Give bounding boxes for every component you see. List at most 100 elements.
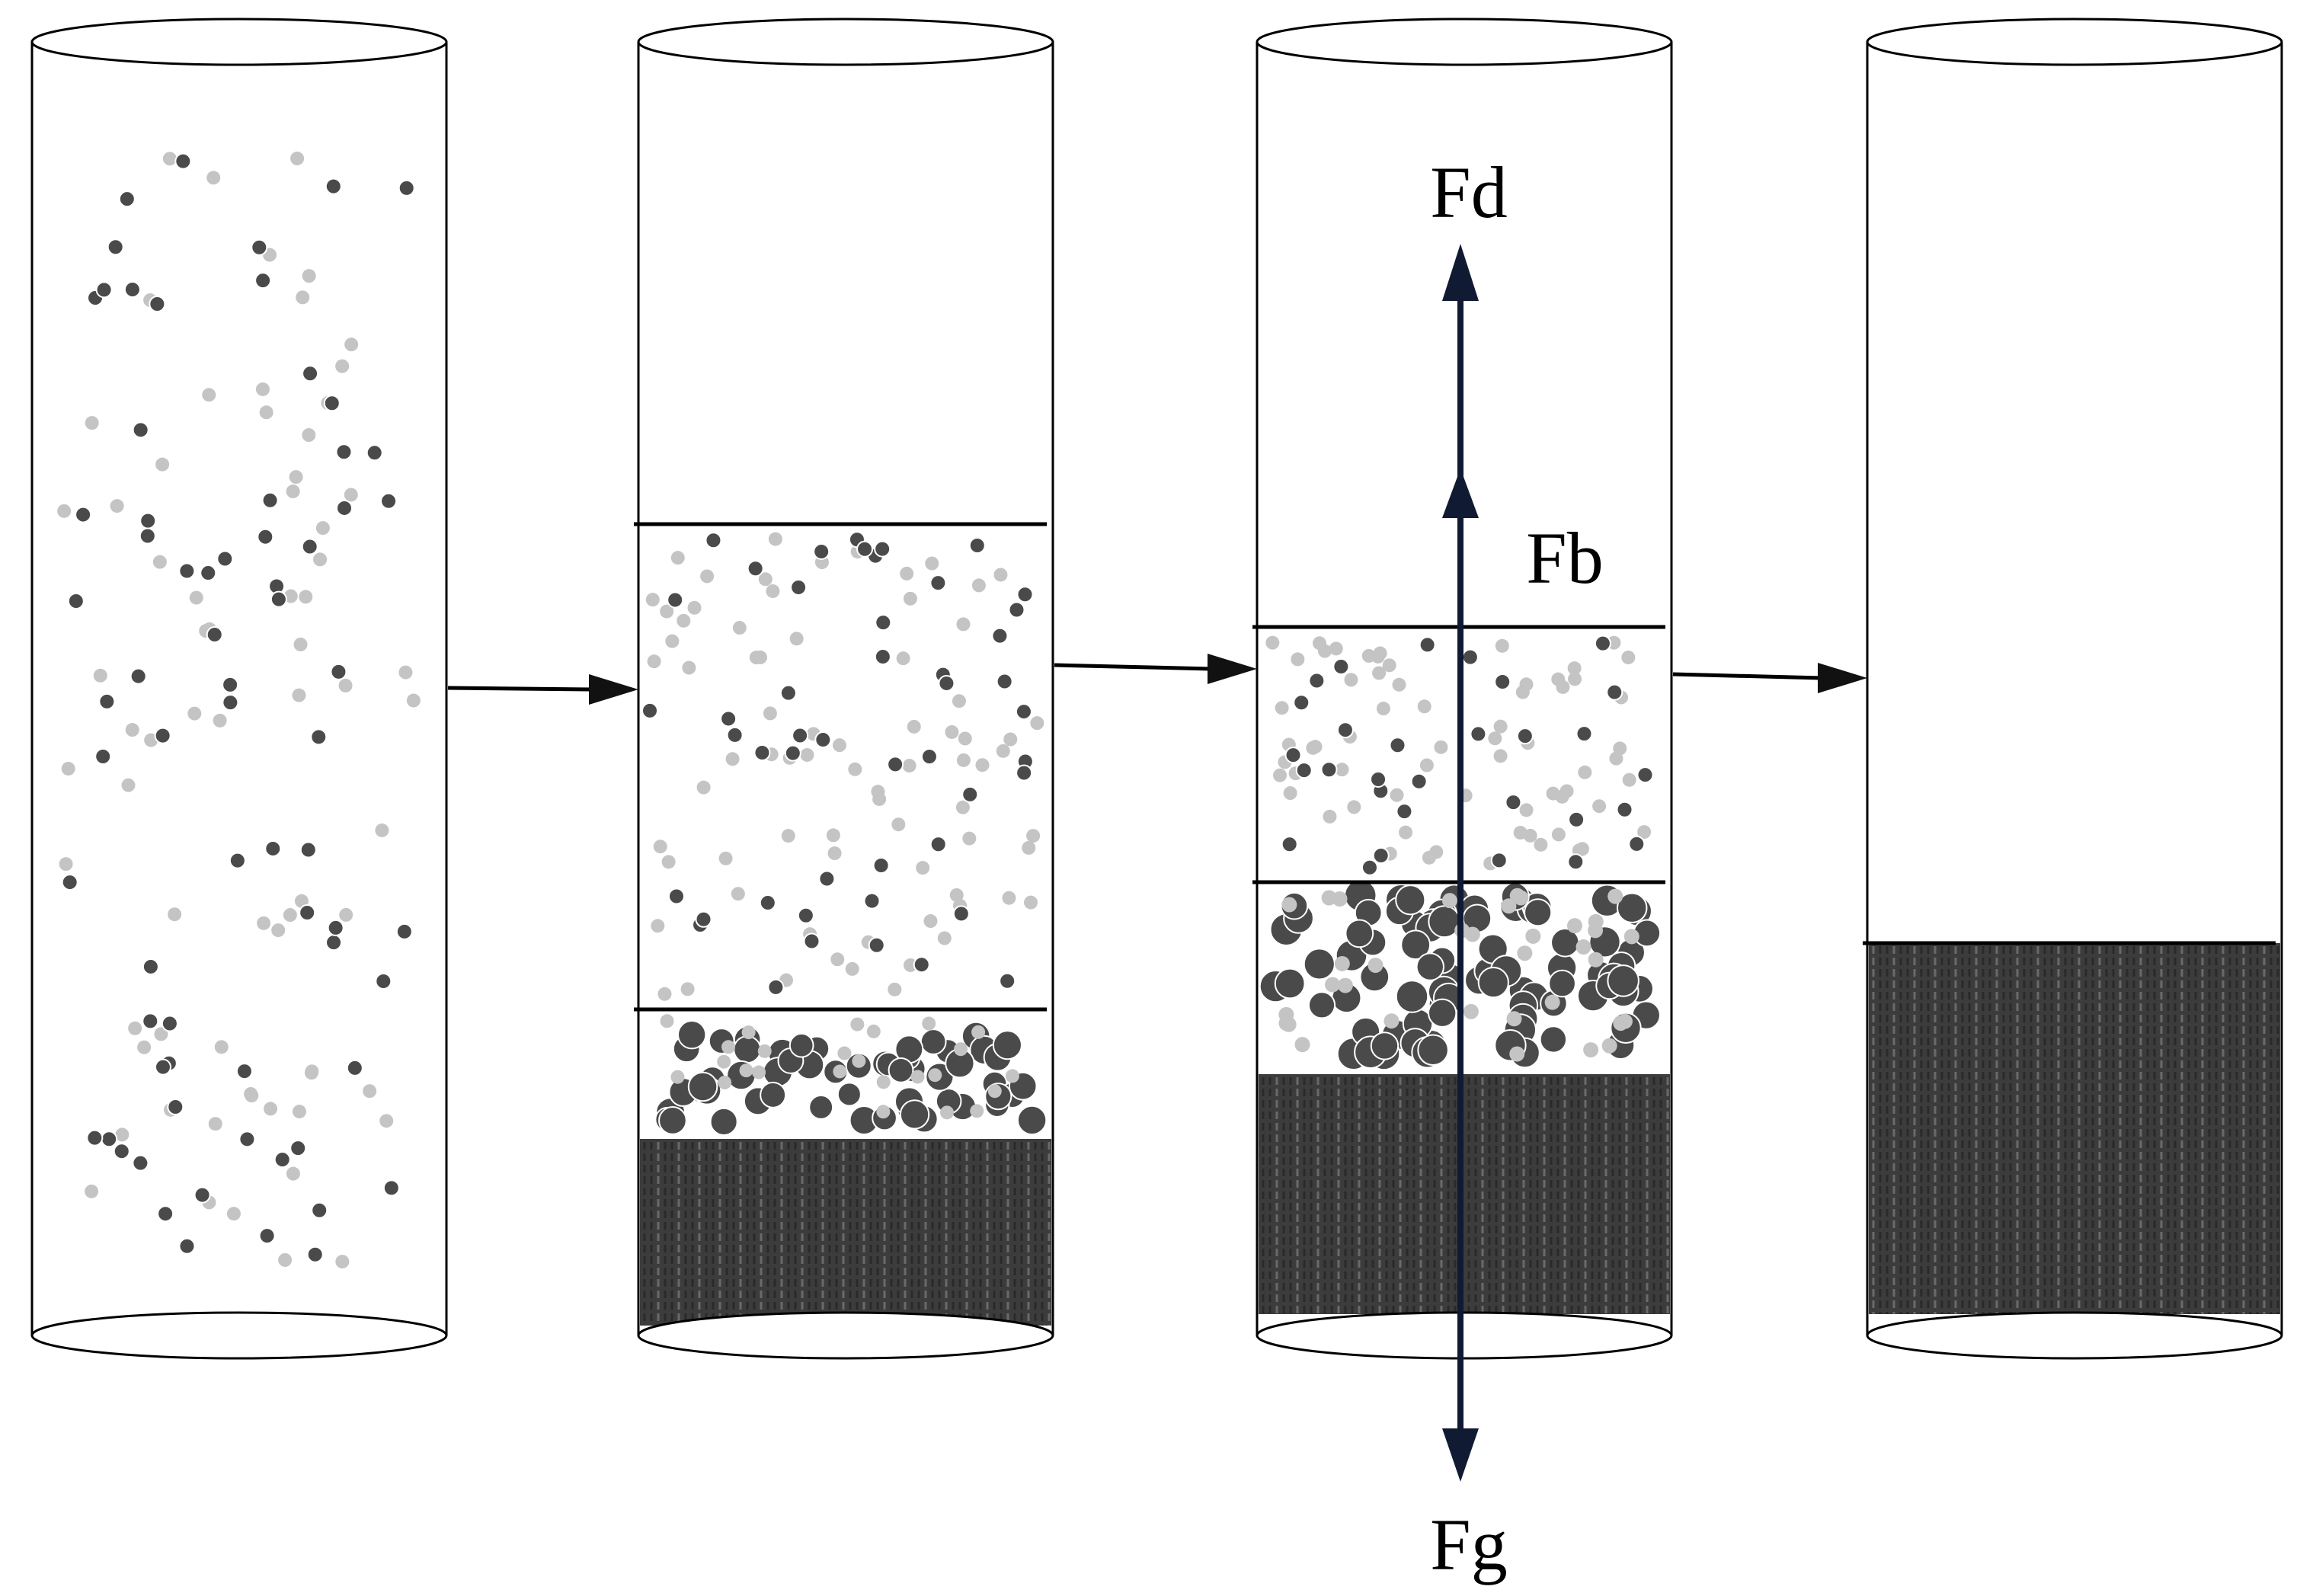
- dark-particle: [95, 281, 113, 299]
- light-particle: [682, 660, 696, 675]
- light-particle: [1281, 1016, 1297, 1032]
- light-particle: [1519, 803, 1534, 817]
- light-particle: [1273, 768, 1288, 782]
- cylinder-top-rim: [637, 18, 1054, 66]
- dark-particle: [726, 1060, 757, 1091]
- light-particle: [680, 982, 695, 996]
- dark-particle: [139, 527, 156, 545]
- drag-force-label: Fd: [1430, 152, 1507, 233]
- dark-particle: [251, 238, 268, 256]
- dark-particle: [142, 1012, 159, 1030]
- dark-particle: [1016, 764, 1033, 782]
- dark-particle: [222, 676, 239, 693]
- light-particle: [945, 724, 959, 739]
- light-particle: [657, 987, 672, 1001]
- process-arrow-2: [1054, 654, 1257, 684]
- sediment-layers: [640, 943, 2280, 1326]
- light-particle: [1024, 895, 1038, 910]
- light-particle: [830, 952, 845, 967]
- dark-particle: [1417, 1034, 1449, 1067]
- light-particle: [313, 552, 328, 567]
- dark-particle: [1505, 794, 1522, 811]
- light-particle: [956, 753, 971, 767]
- dark-particle: [790, 579, 808, 597]
- cylinder-top-rim: [1256, 18, 1673, 66]
- light-particle: [1509, 1046, 1525, 1062]
- light-particle: [1441, 893, 1457, 909]
- light-particle: [660, 1014, 674, 1028]
- dark-particle: [803, 932, 821, 950]
- light-particle: [987, 1084, 1002, 1099]
- light-particle: [137, 1040, 152, 1054]
- dark-particle: [784, 744, 801, 762]
- dark-particle: [113, 1143, 130, 1160]
- light-particle: [213, 713, 227, 728]
- dark-particle: [1016, 586, 1034, 603]
- light-particle: [115, 1127, 130, 1142]
- dark-particle: [174, 152, 192, 170]
- light-particle: [344, 488, 358, 502]
- light-particle: [833, 1064, 847, 1079]
- dark-particle: [695, 910, 712, 928]
- particles-stage-2: [641, 531, 1044, 1001]
- light-particle: [296, 290, 310, 305]
- dark-particle: [336, 499, 353, 517]
- dark-particle: [1606, 683, 1623, 701]
- dark-particle: [1410, 772, 1428, 790]
- dark-particle: [753, 744, 771, 761]
- process-arrow-1: [447, 674, 638, 705]
- dark-particle: [86, 1129, 104, 1147]
- dark-particle: [327, 919, 344, 936]
- light-particle: [1568, 672, 1582, 686]
- dark-particle: [1281, 836, 1298, 853]
- light-particle: [721, 1040, 736, 1054]
- light-particle: [406, 693, 421, 708]
- dark-particle: [154, 1058, 171, 1076]
- light-particle: [670, 551, 685, 565]
- light-particle: [214, 1040, 229, 1054]
- dark-particle: [1293, 694, 1310, 712]
- dark-particle: [1400, 929, 1432, 961]
- dark-particle: [1461, 648, 1479, 666]
- light-particle: [888, 982, 902, 996]
- dark-particle: [289, 1140, 307, 1157]
- light-particle: [661, 855, 676, 869]
- dark-particle: [101, 1131, 118, 1148]
- light-particle: [1556, 680, 1570, 694]
- dark-particle: [1616, 801, 1633, 818]
- dark-particle: [952, 905, 970, 923]
- light-particle: [1294, 1037, 1310, 1053]
- light-particle: [187, 706, 202, 721]
- light-particle: [1344, 673, 1358, 687]
- light-particle: [206, 171, 221, 185]
- cylinder-top-rim: [30, 18, 448, 66]
- light-particle: [93, 668, 107, 683]
- dark-particle: [747, 560, 764, 577]
- light-particle: [278, 1252, 293, 1267]
- light-particle: [344, 337, 359, 352]
- dark-particle: [1284, 747, 1302, 764]
- light-particle: [299, 590, 313, 604]
- dark-particle: [301, 538, 318, 555]
- process-arrows: [447, 654, 1867, 705]
- light-particle: [363, 1084, 377, 1099]
- dark-particle: [157, 1205, 174, 1223]
- dark-particle: [888, 1057, 914, 1083]
- light-particle: [1419, 758, 1434, 772]
- dark-particle: [856, 540, 874, 558]
- light-particle: [845, 961, 859, 976]
- light-particle: [832, 738, 846, 753]
- settling-interfaces: [634, 522, 2276, 1012]
- light-particle: [1392, 677, 1406, 692]
- light-particle: [1517, 945, 1533, 961]
- buoyancy-force-arrowhead: [1442, 469, 1479, 518]
- light-particle: [1325, 977, 1341, 993]
- light-particle: [305, 1064, 319, 1079]
- dark-particle: [206, 626, 223, 644]
- light-particle: [1515, 685, 1530, 699]
- light-particle: [162, 152, 177, 166]
- light-particle: [1613, 741, 1627, 756]
- light-particle: [717, 1054, 731, 1069]
- light-particle: [971, 1025, 986, 1039]
